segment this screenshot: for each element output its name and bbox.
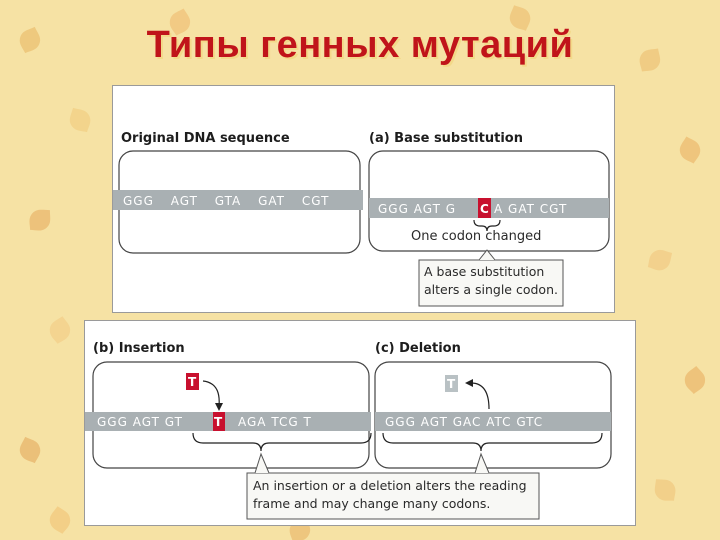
insertion-strand bbox=[85, 412, 371, 431]
insertion-arrow bbox=[202, 380, 220, 407]
original-codon-1: GGG bbox=[123, 194, 154, 208]
deletion-arrow bbox=[470, 382, 490, 410]
substitution-caption: One codon changed bbox=[411, 229, 541, 244]
deletion-sequence: GGG AGT GAC ATC GTC bbox=[385, 415, 543, 429]
inserted-base-box-above bbox=[186, 373, 199, 390]
substituted-base-box bbox=[478, 198, 491, 218]
substitution-label: (a) Base substitution bbox=[369, 131, 523, 146]
original-codon-2: AGT bbox=[171, 194, 198, 208]
original-codon-3: GTA bbox=[215, 194, 241, 208]
substitution-note-box bbox=[418, 259, 564, 307]
substitution-note-line-2: alters a single codon. bbox=[424, 282, 558, 297]
substitution-note-line-1: A base substitution bbox=[424, 264, 544, 279]
deleted-base-box bbox=[445, 375, 458, 392]
inserted-base-box bbox=[213, 412, 225, 431]
substitution-sequence-left: GGG AGT G bbox=[378, 202, 456, 216]
deletion-strand bbox=[375, 412, 611, 431]
inserted-base-above: T bbox=[188, 375, 197, 389]
substitution-sequence-right: A GAT CGT bbox=[494, 202, 567, 216]
original-codon-4: GAT bbox=[258, 194, 285, 208]
deletion-brace bbox=[382, 432, 603, 452]
original-codon-5: CGT bbox=[302, 194, 330, 208]
deletion-label: (c) Deletion bbox=[375, 341, 461, 356]
inserted-base: T bbox=[214, 415, 223, 429]
reading-frame-note-line-2: frame and may change many codons. bbox=[253, 496, 490, 511]
reading-frame-note-pointer-right bbox=[474, 452, 490, 474]
bottom-diagram-panel: (b) Insertion T GGG AGT GT T AGA TCG T (… bbox=[84, 320, 636, 526]
insertion-arrowhead bbox=[215, 403, 223, 411]
reading-frame-note-pointer-left bbox=[254, 452, 270, 474]
reading-frame-note-box bbox=[246, 472, 540, 520]
original-strand bbox=[113, 190, 363, 210]
codon-brace bbox=[473, 219, 501, 232]
slide-title: Типы генных мутаций bbox=[146, 24, 574, 66]
substituted-base: C bbox=[480, 202, 489, 216]
reading-frame-note-line-1: An insertion or a deletion alters the re… bbox=[253, 478, 527, 493]
substitution-note-pointer bbox=[478, 249, 496, 261]
insertion-brace bbox=[192, 432, 372, 452]
insertion-sequence-right: AGA TCG T bbox=[238, 415, 312, 429]
top-diagram-panel: Original DNA sequence GGG AGT GTA GAT CG… bbox=[112, 85, 615, 313]
deleted-base: T bbox=[447, 377, 456, 391]
insertion-sequence-left: GGG AGT GT bbox=[97, 415, 183, 429]
insertion-label: (b) Insertion bbox=[93, 341, 185, 356]
original-sequence: GGG AGT GTA GAT CGT bbox=[123, 194, 329, 208]
original-label: Original DNA sequence bbox=[121, 131, 290, 146]
deletion-arrowhead bbox=[465, 379, 473, 387]
